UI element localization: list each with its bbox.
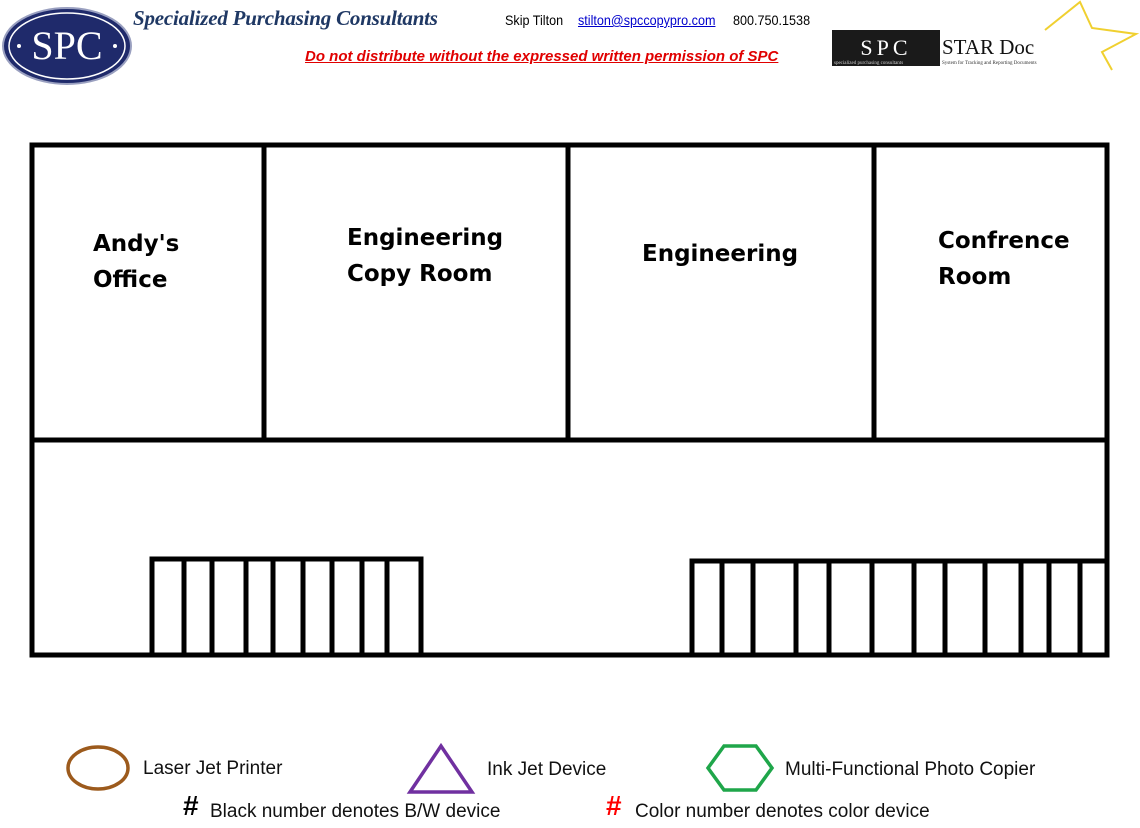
star-logo-tagline-left: specialized purchasing consultants: [834, 61, 903, 66]
room-label-line: Confrence: [938, 228, 1070, 254]
star-doc-logo: SPC STAR Doc specialized purchasing cons…: [832, 0, 1140, 71]
red-hash-icon: #: [606, 790, 622, 821]
circle-icon: [66, 745, 130, 791]
triangle-icon: [406, 742, 476, 794]
building-outline: [29, 142, 1110, 658]
room-label-line: Office: [93, 267, 168, 293]
legend-label-mfp: Multi-Functional Photo Copier: [785, 759, 1036, 780]
left-stairs: [149, 556, 424, 658]
room-label-conference-room: Confrence Room: [938, 223, 1070, 295]
legend-label-laser-jet: Laser Jet Printer: [143, 758, 283, 779]
contact-phone: 800.750.1538: [733, 12, 811, 28]
contact-email-link[interactable]: stilton@spccopypro.com: [578, 12, 716, 28]
room-label-line: Engineering: [347, 225, 504, 251]
room-label-line: Copy Room: [347, 261, 493, 287]
room-label-line: Engineering: [642, 241, 799, 267]
room-label-engineering-copy-room: Engineering Copy Room: [347, 220, 503, 292]
room-label-line: Room: [938, 264, 1012, 290]
star-logo-spc-text: SPC: [860, 35, 911, 60]
hexagon-icon: [705, 744, 775, 792]
spc-logo: SPC: [2, 7, 132, 85]
contact-name: Skip Tilton: [505, 12, 564, 28]
right-stairs: [689, 558, 1107, 655]
room-label-line: Andy's: [93, 231, 180, 257]
room-label-engineering: Engineering: [642, 236, 798, 272]
company-name: Specialized Purchasing Consultants: [133, 6, 438, 30]
black-hash-icon: #: [183, 790, 199, 821]
room-label-andys-office: Andy's Office: [93, 226, 179, 298]
star-logo-title: STAR Doc: [942, 35, 1034, 59]
star-logo-tagline-right: System for Tracking and Reporting Docume…: [942, 61, 1037, 66]
legend-note-color: Color number denotes color device: [635, 801, 930, 822]
legend-note-bw: Black number denotes B/W device: [210, 801, 501, 822]
distribution-notice: Do not distribute without the expressed …: [305, 48, 779, 65]
spc-logo-text: SPC: [31, 23, 102, 68]
legend-label-ink-jet: Ink Jet Device: [487, 759, 607, 780]
